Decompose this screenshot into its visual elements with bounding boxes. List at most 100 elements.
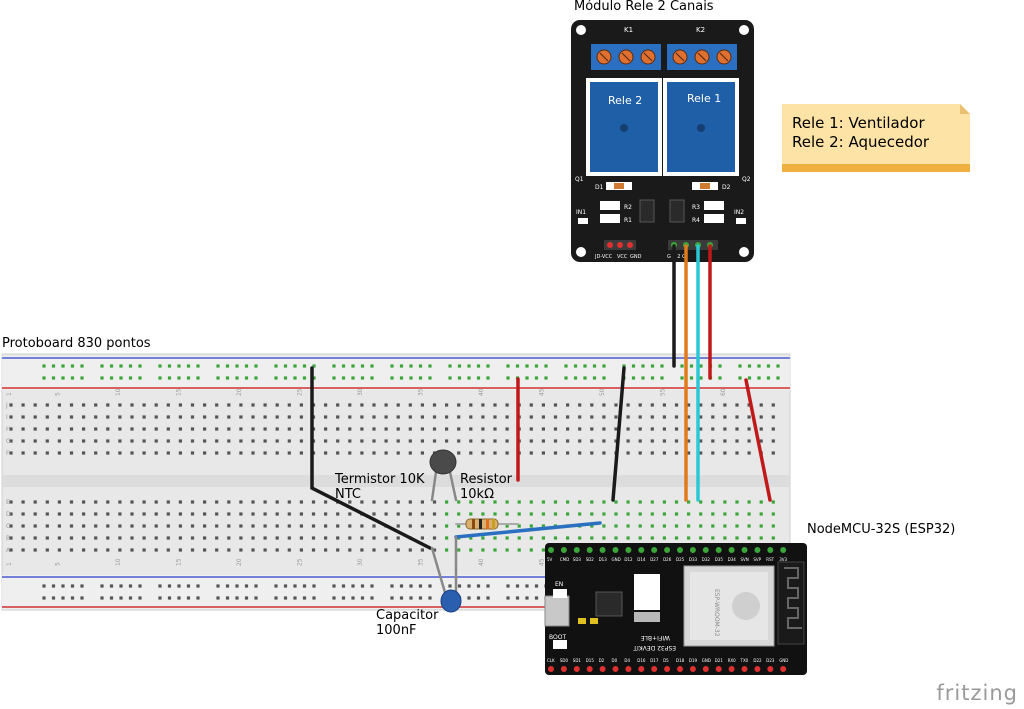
- breadboard-hole: [517, 548, 521, 552]
- breadboard-hole: [82, 500, 86, 504]
- breadboard-hole: [263, 536, 267, 540]
- breadboard-hole: [215, 548, 219, 552]
- breadboard-hole: [287, 415, 291, 419]
- breadboard-hole: [372, 548, 376, 552]
- breadboard-hole: [275, 451, 279, 455]
- breadboard-hole: [517, 500, 521, 504]
- breadboard-hole: [372, 536, 376, 540]
- note-line-1: Rele 1: Ventilador: [792, 114, 925, 132]
- breadboard-hole: [351, 596, 355, 600]
- breadboard-hole: [360, 451, 364, 455]
- breadboard-hole: [699, 403, 703, 407]
- breadboard-hole: [534, 364, 539, 368]
- breadboard-hole: [332, 364, 336, 368]
- esp32-bottom-pin-label: SD1: [573, 658, 582, 663]
- breadboard-hole: [57, 524, 61, 528]
- breadboard-hole: [553, 403, 558, 407]
- esp32-bottom-pin: [664, 666, 671, 672]
- breadboard-hole: [590, 536, 594, 540]
- breadboard-hole: [505, 548, 509, 552]
- breadboard-hole: [203, 500, 207, 504]
- breadboard-hole: [336, 536, 340, 540]
- breadboard-hole: [57, 439, 61, 443]
- breadboard-hole: [759, 500, 763, 504]
- breadboard-hole: [408, 415, 412, 419]
- breadboard-hole: [771, 536, 775, 540]
- breadboard-hole: [57, 451, 61, 455]
- breadboard-hole: [45, 536, 49, 540]
- breadboard-hole: [227, 536, 231, 540]
- breadboard-hole: [432, 512, 437, 516]
- breadboard-hole: [457, 584, 462, 588]
- breadboard-hole: [283, 596, 288, 600]
- breadboard-hole: [275, 548, 279, 552]
- breadboard-hole: [735, 500, 739, 504]
- wires: [310, 244, 772, 598]
- breadboard-hole: [142, 415, 146, 419]
- breadboard-hole: [662, 451, 666, 455]
- breadboard-hole: [109, 584, 114, 588]
- esp32-top-pin: [625, 547, 632, 553]
- breadboard-hole: [525, 596, 529, 600]
- breadboard-hole: [216, 376, 220, 380]
- breadboard-hole: [399, 376, 404, 380]
- breadboard-hole: [711, 524, 715, 528]
- breadboard-hole: [82, 451, 86, 455]
- breadboard-hole: [711, 536, 715, 540]
- breadboard-hole: [299, 427, 303, 431]
- breadboard-hole: [408, 500, 412, 504]
- breadboard-hole: [757, 376, 761, 380]
- breadboard-hole: [493, 415, 497, 419]
- breadboard-hole: [311, 512, 316, 516]
- esp32-bottom-pin-label: D4: [624, 658, 630, 663]
- breadboard-hole: [384, 439, 388, 443]
- esp32-bottom-pin: [702, 666, 709, 672]
- breadboard-hole: [190, 415, 195, 419]
- breadboard-hole: [142, 548, 146, 552]
- breadboard-hole: [602, 536, 606, 540]
- breadboard-hole: [747, 364, 752, 368]
- breadboard-hole: [566, 403, 570, 407]
- breadboard-hole: [178, 500, 182, 504]
- breadboard-hole: [687, 524, 691, 528]
- breadboard-hole: [689, 364, 694, 368]
- breadboard-hole: [481, 451, 485, 455]
- breadboard-hole: [650, 451, 654, 455]
- breadboard-hole: [21, 439, 25, 443]
- breadboard-hole: [541, 427, 545, 431]
- breadboard-hole: [486, 596, 490, 600]
- breadboard-hole: [166, 500, 170, 504]
- breadboard-hole: [360, 364, 365, 368]
- breadboard-hole: [324, 439, 328, 443]
- breadboard-hole: [130, 451, 134, 455]
- breadboard-hole: [771, 512, 775, 516]
- breadboard-hole: [33, 512, 37, 516]
- breadboard-hole: [203, 512, 207, 516]
- esp32-bottom-pin: [677, 666, 683, 672]
- breadboard-hole: [215, 524, 219, 528]
- breadboard-hole: [674, 524, 679, 528]
- breadboard-hole: [680, 364, 684, 368]
- breadboard-hole: [118, 500, 122, 504]
- breadboard-hole: [57, 427, 61, 431]
- wire-black-jumper: [611, 366, 626, 502]
- breadboard-hole: [626, 512, 630, 516]
- breadboard-hole: [735, 439, 739, 443]
- breadboard-hole: [578, 500, 582, 504]
- breadboard-hole: [215, 439, 219, 443]
- breadboard-hole: [759, 512, 763, 516]
- breadboard-hole: [590, 427, 594, 431]
- breadboard-hole: [372, 524, 376, 528]
- breadboard-hole: [766, 376, 771, 380]
- breadboard-hole: [61, 596, 65, 600]
- breadboard-hole: [227, 415, 231, 419]
- breadboard-col-number: 45: [538, 558, 545, 566]
- breadboard-hole: [312, 364, 316, 368]
- breadboard-hole: [94, 536, 98, 540]
- breadboard-hole: [408, 427, 412, 431]
- breadboard-hole: [515, 596, 520, 600]
- esp32-top-pin-label: D25: [676, 557, 685, 562]
- breadboard-hole: [467, 596, 471, 600]
- breadboard-hole: [142, 403, 146, 407]
